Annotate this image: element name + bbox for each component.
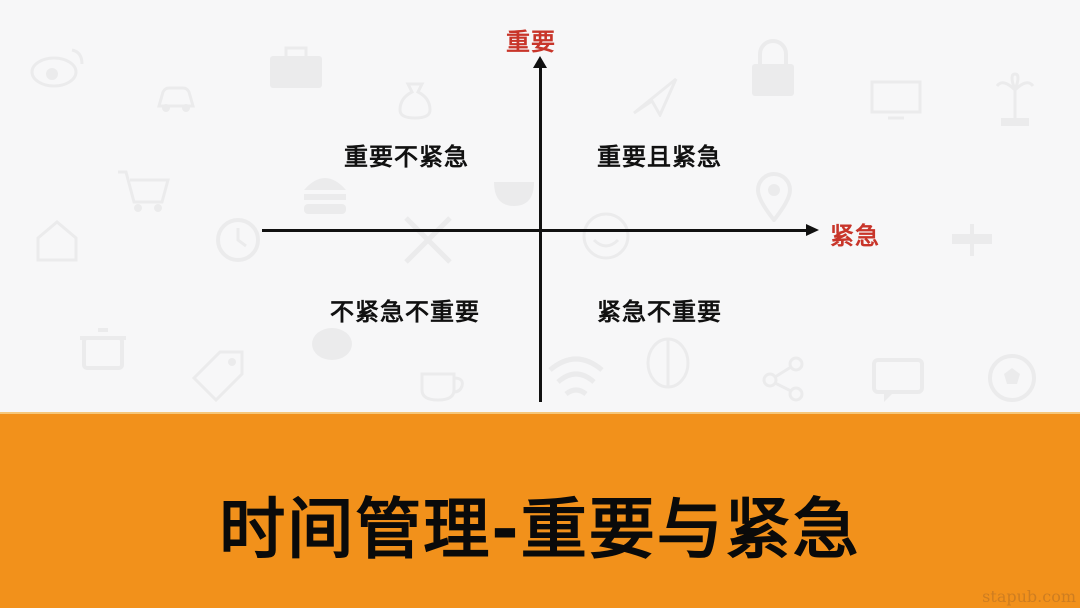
burger-icon [300,170,350,220]
quadrant-diagram-area: 重要 紧急 重要不紧急 重要且紧急 不紧急不重要 紧急不重要 [28,28,1038,406]
location-pin-icon [755,172,793,224]
smile-icon [580,210,632,262]
home-icon [34,218,80,262]
coffee-cup-icon [418,358,466,404]
urgency-axis-label: 紧急 [830,222,880,250]
soccer-ball-icon [986,352,1038,404]
lock-icon [750,38,796,98]
chat-icon [870,356,926,406]
cutlery-icon [400,212,456,268]
quadrant-important-and-urgent: 重要且紧急 [597,143,722,171]
title-banner: 时间管理-重要与紧急 stapub.com [0,412,1080,608]
share-icon [762,356,806,402]
tag-icon [190,348,246,403]
quadrant-not-urgent-not-important: 不紧急不重要 [330,298,480,326]
page-title: 时间管理-重要与紧急 [219,491,861,568]
rocket-icon [630,75,680,119]
briefcase-icon [268,46,324,90]
brain-icon [644,336,692,390]
car-icon [155,82,197,116]
money-bag-icon [398,80,432,120]
weibo-icon [28,42,88,90]
shopping-cart-icon [116,168,172,214]
arrow-right-icon [806,224,819,236]
quadrant-urgent-not-important: 紧急不重要 [597,298,722,326]
palm-tree-icon [995,72,1035,128]
importance-axis-line [539,64,542,402]
cooking-pot-icon [78,322,128,372]
quadrant-important-not-urgent: 重要不紧急 [344,143,469,171]
piggy-bank-icon [308,322,356,364]
arrow-up-icon [533,56,547,68]
urgency-axis-line [262,229,808,232]
monitor-icon [868,78,924,120]
dollar-icon [950,222,994,258]
wifi-icon [546,350,606,406]
bowl-icon [492,168,536,208]
watermark: stapub.com [982,587,1076,606]
importance-axis-label: 重要 [506,28,556,56]
alarm-clock-icon [212,212,264,266]
